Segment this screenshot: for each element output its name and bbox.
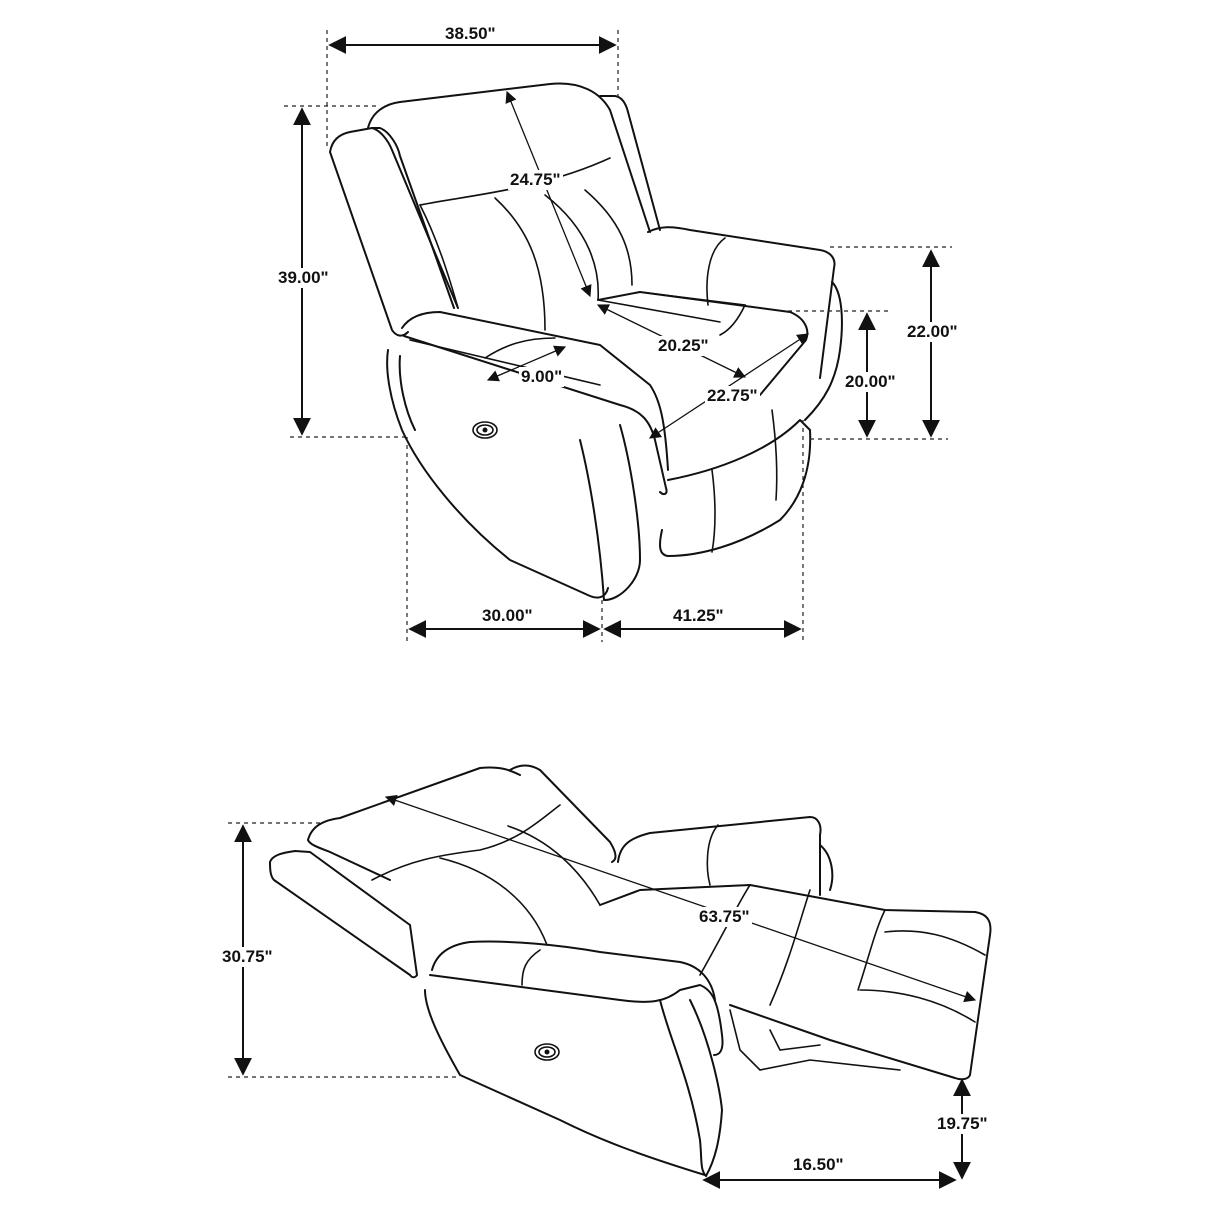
dim-footrest-extension: 16.50" — [791, 1155, 846, 1175]
power-button-icon — [534, 1043, 560, 1061]
dim-seat-width: 20.25" — [656, 336, 711, 356]
dim-reclined-height: 30.75" — [220, 947, 275, 967]
dim-back-height: 24.75" — [508, 170, 563, 190]
dim-overall-width: 38.50" — [443, 24, 498, 44]
dim-depth-front: 30.00" — [480, 606, 535, 626]
upright-dimensions — [284, 30, 952, 642]
reclined-chair — [269, 764, 992, 1177]
dim-depth-total: 41.25" — [671, 606, 726, 626]
dim-seat-height: 20.00" — [843, 372, 898, 392]
dim-footrest-height: 19.75" — [935, 1114, 990, 1134]
upright-chair — [329, 82, 843, 601]
dim-reclined-length: 63.75" — [697, 907, 752, 927]
power-button-icon — [472, 421, 498, 439]
dim-overall-height: 39.00" — [276, 268, 331, 288]
dim-arm-width: 9.00" — [519, 367, 565, 387]
reclined-dimensions — [228, 794, 977, 1189]
dim-arm-height: 22.00" — [905, 322, 960, 342]
dim-seat-depth: 22.75" — [705, 386, 760, 406]
